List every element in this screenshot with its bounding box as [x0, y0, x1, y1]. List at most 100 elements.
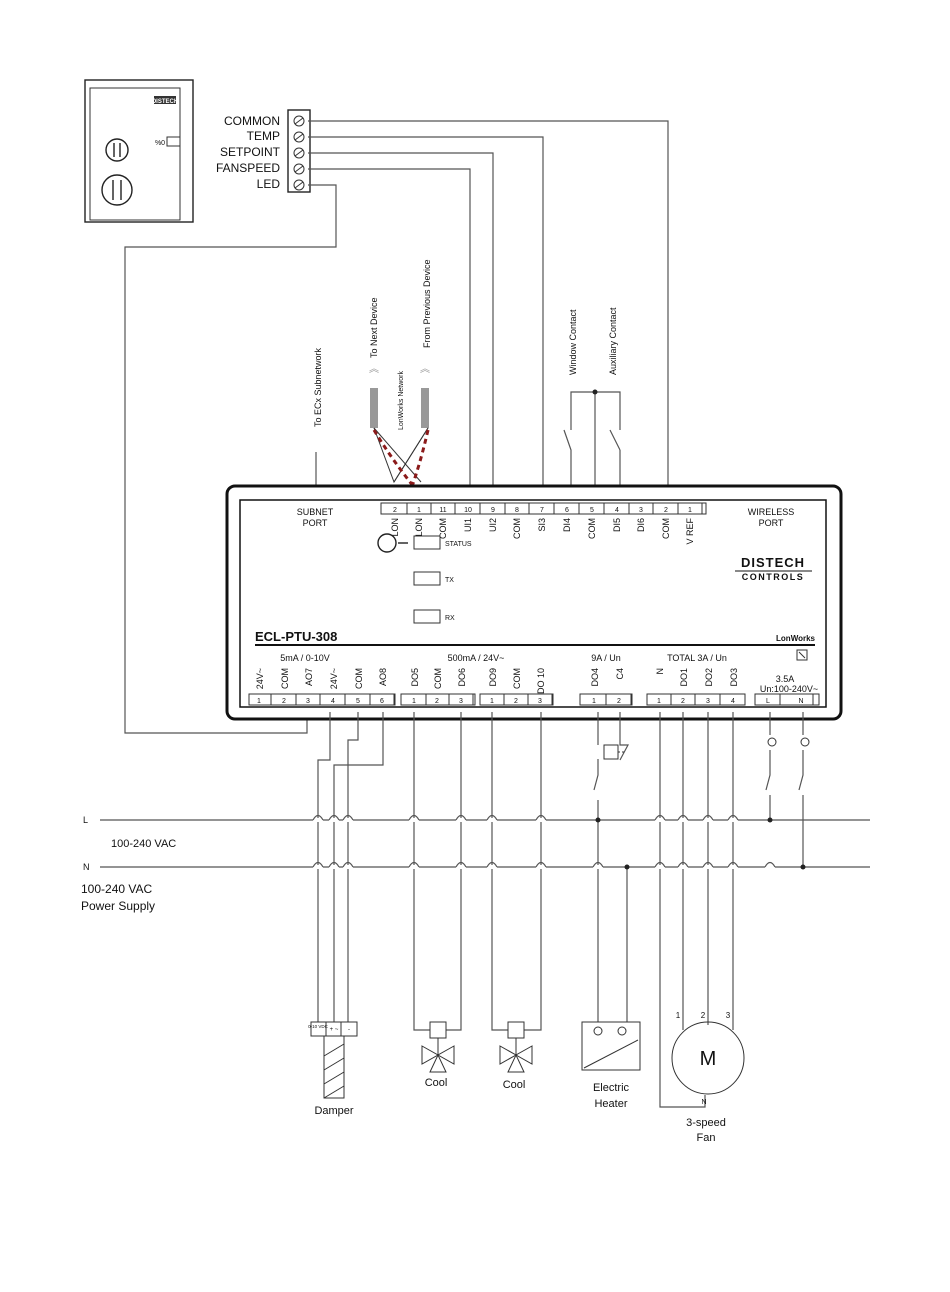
bottom-terminal-number: 1: [490, 698, 494, 705]
bottom-terminal-number: 4: [731, 698, 735, 705]
bottom-terminal-number: 2: [681, 698, 685, 705]
power-rating-label: 3.5A: [776, 674, 795, 684]
fan-group-label: TOTAL 3A / Un: [667, 653, 727, 663]
top-terminal-number: 2: [664, 507, 668, 514]
bottom-terminal-name: DO9: [488, 668, 498, 687]
sensor-logo-icon: [154, 96, 176, 104]
controller: SUBNET PORT WIRELESS PORT 2LON1LON11COM1…: [225, 484, 843, 721]
bottom-terminal-name: COM: [280, 668, 290, 689]
bottom-terminal-number: 1: [412, 698, 416, 705]
previous-device-label: From Previous Device: [422, 259, 432, 348]
power-voltage-label: Un:100-240V~: [760, 684, 818, 694]
bottom-terminal-number: 2: [282, 698, 286, 705]
cool-valve-1: Cool: [421, 1021, 455, 1089]
heater-label: Heater: [594, 1098, 627, 1110]
bottom-terminal-number: 3: [538, 698, 542, 705]
room-sensor: DISTECH %0: [84, 79, 194, 223]
bottom-terminal-number: 1: [657, 698, 661, 705]
next-device-label: To Next Device: [369, 297, 379, 358]
terminal-setpoint: SETPOINT: [220, 145, 281, 159]
wireless-port-label: WIRELESS: [748, 507, 795, 517]
top-terminal-number: 2: [393, 507, 397, 514]
supply-label: 100-240 VAC: [81, 882, 152, 896]
subnet-port-label: SUBNET: [297, 507, 334, 517]
tx-label: TX: [445, 577, 454, 584]
setpoint-knob-icon: [105, 138, 129, 162]
bottom-terminal-name: AO8: [378, 668, 388, 686]
damper-mark: + ~: [330, 1027, 339, 1033]
electric-heater: Electric Heater: [581, 1021, 641, 1110]
fan-label: Fan: [697, 1132, 716, 1144]
bottom-terminal-number: 2: [435, 698, 439, 705]
top-terminal-name: LON: [390, 518, 400, 537]
top-terminal-name: SI3: [537, 518, 547, 532]
damper-mark: -: [348, 1027, 350, 1033]
auxiliary-contact-label: Auxiliary Contact: [608, 307, 618, 375]
sensor-brand: DISTECH: [152, 99, 178, 105]
damper-mark: 0-10 VDC: [308, 1024, 329, 1029]
cable-previous-icon: [421, 388, 429, 428]
bottom-terminal-name: N: [655, 668, 665, 675]
top-terminal-name: COM: [661, 518, 671, 539]
top-terminal-name: COM: [512, 518, 522, 539]
valve-actuator-icon: [507, 1021, 525, 1039]
heater-icon: [581, 1021, 641, 1071]
tx-led-icon: [413, 571, 441, 586]
valve-actuator-icon: [429, 1021, 447, 1039]
cable-next-icon: [370, 388, 378, 428]
bottom-terminal-number: 2: [514, 698, 518, 705]
subnet-port-label: PORT: [303, 518, 328, 528]
terminal-temp: TEMP: [247, 129, 280, 143]
lonworks-network-label: LonWorks Network: [398, 370, 405, 430]
top-terminal-number: 1: [417, 507, 421, 514]
screw-terminal-icon: [293, 147, 305, 159]
damper-actuator: 0-10 VDC + ~ - Damper: [308, 1021, 358, 1117]
triac-group-label: 500mA / 24V~: [448, 653, 505, 663]
status-label: STATUS: [445, 541, 472, 548]
top-terminal-number: 4: [615, 507, 619, 514]
relay-coil-icon: [603, 744, 619, 760]
bottom-terminal-name: DO6: [457, 668, 467, 687]
bottom-terminal-number: 5: [356, 698, 360, 705]
bottom-terminal-number: 3: [706, 698, 710, 705]
fanspeed-knob-icon: [101, 174, 133, 206]
subnetwork-label: To ECx Subnetwork: [313, 347, 323, 427]
bottom-terminal-name: DO3: [729, 668, 739, 687]
motor-terminal: 1: [676, 1011, 681, 1020]
rx-led-icon: [413, 609, 441, 624]
bottom-terminal-name: COM: [512, 668, 522, 689]
top-terminal-strip: 2LON1LON11COM10UI19UI28COM7SI36DI45COM4D…: [390, 503, 703, 545]
bottom-terminal-number: N: [798, 698, 803, 705]
motor-label: M: [700, 1048, 717, 1070]
bottom-terminal-name: COM: [354, 668, 364, 689]
top-terminal-number: 6: [565, 507, 569, 514]
chevron-up-icon: ︽: [369, 364, 379, 375]
bottom-terminal-name: 24V~: [255, 668, 265, 689]
bottom-terminal-name: 24V~: [329, 668, 339, 689]
top-terminal-number: 11: [439, 507, 446, 514]
bottom-terminal-number: 6: [380, 698, 384, 705]
heater-label: Electric: [593, 1082, 630, 1094]
network-section: To ECx Subnetwork To Next Device LonWork…: [313, 259, 621, 503]
top-terminal-name: DI6: [636, 518, 646, 532]
lonworks-mark: LonWorks: [776, 634, 816, 643]
sensor-wiring: [124, 120, 669, 734]
rx-label: RX: [445, 615, 455, 622]
screw-terminal-icon: [293, 115, 305, 127]
cool-valve-2: Cool: [499, 1021, 533, 1091]
brand-subtitle: CONTROLS: [742, 572, 805, 582]
bottom-terminal-name: DO4: [590, 668, 600, 687]
top-terminal-name: COM: [587, 518, 597, 539]
screw-terminal-icon: [293, 179, 305, 191]
top-terminal-number: 1: [688, 507, 692, 514]
bottom-terminal-number: 3: [306, 698, 310, 705]
service-button-icon: [377, 533, 397, 553]
cool-valve-2-label: Cool: [503, 1079, 526, 1091]
bottom-terminal-number: 4: [331, 698, 335, 705]
sensor-terminal-block: COMMON TEMP SETPOINT FANSPEED LED: [216, 109, 311, 193]
top-terminal-number: 7: [540, 507, 544, 514]
top-terminal-name: LON: [414, 518, 424, 537]
bottom-terminal-name: DO1: [679, 668, 689, 687]
analog-group-label: 5mA / 0-10V: [280, 653, 330, 663]
